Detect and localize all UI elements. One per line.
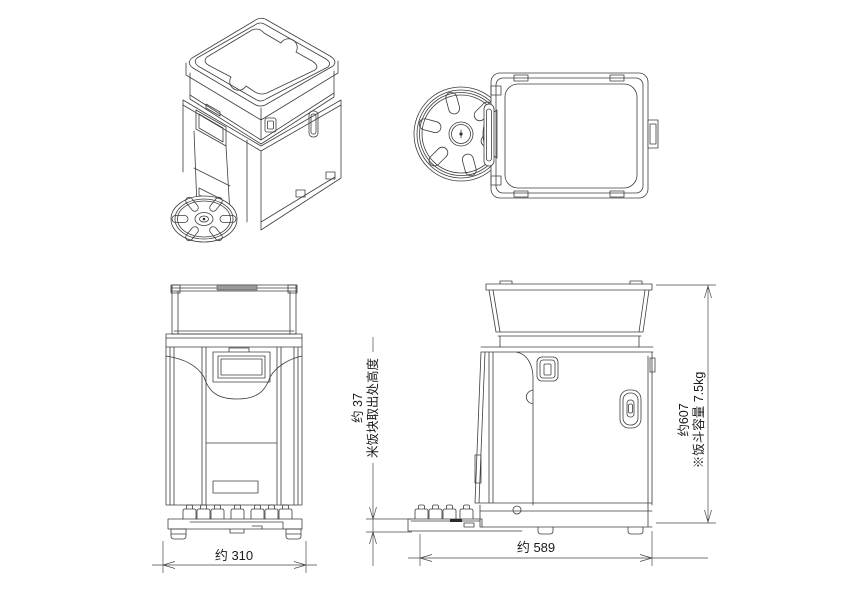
front-lid-groove: [216, 284, 258, 291]
side-base-roller: [512, 505, 522, 515]
front-body: [165, 333, 303, 506]
iso-feet: [295, 171, 336, 198]
hopper-capacity-note-text: ※饭斗容量 7.5kg: [691, 372, 706, 469]
side-base: [479, 504, 653, 535]
front-base: [167, 504, 303, 540]
iso-tray: [170, 195, 238, 243]
side-tray-mark: [450, 519, 462, 522]
top-view: [413, 72, 659, 199]
front-feet: [170, 528, 302, 540]
iso-tray-slots: [171, 196, 237, 242]
isometric-view: [170, 17, 342, 243]
top-corner-tabs: [513, 74, 625, 198]
dim-overall-height-labels: 约607 ※饭斗容量 7.5kg: [676, 372, 706, 469]
side-handle: [619, 389, 642, 429]
iso-hopper: [189, 70, 335, 145]
side-latch: [536, 356, 559, 382]
iso-handle: [308, 110, 319, 138]
dim-overall-height-text: 约607: [676, 403, 691, 436]
side-body: [474, 346, 656, 506]
front-tray-knobs: [182, 504, 293, 520]
dim-side-depth: 约 589: [408, 531, 708, 566]
front-display: [212, 347, 271, 383]
iso-latch: [264, 117, 277, 133]
side-tray: [407, 504, 523, 532]
dim-overall-height: 约607 ※饭斗容量 7.5kg: [656, 284, 716, 524]
top-body: [482, 72, 659, 199]
front-base-platform: [167, 518, 303, 534]
side-view: [407, 280, 656, 535]
top-lid-surface: [504, 83, 638, 189]
dim-front-width-text: 约 310: [215, 548, 253, 563]
dim-outlet-height-label-text: 米饭块取出处高度: [365, 358, 380, 459]
front-slot: [212, 480, 259, 494]
dim-outlet-height: 约 37 米饭块取出处高度: [350, 337, 412, 566]
dim-outlet-height-labels: 约 37 米饭块取出处高度: [350, 358, 380, 459]
front-hopper-corner-tabs: [170, 284, 298, 294]
front-view: [165, 284, 303, 540]
front-recess-curve: [165, 355, 303, 400]
dim-front-width: 约 310: [152, 541, 317, 573]
front-hopper: [170, 284, 298, 335]
dim-side-depth-text: 约 589: [517, 540, 555, 555]
iso-front-tower: [193, 130, 231, 215]
dim-outlet-height-text: 约 37: [350, 393, 365, 423]
top-chute-capsule: [483, 103, 495, 167]
iso-body: [182, 99, 342, 231]
top-right-handle: [647, 119, 659, 149]
dimension-annotations: 约 310 约 589 约607 ※饭斗容量 7.5kg 约 37 米饭块取出处…: [152, 284, 716, 573]
iso-lid: [185, 17, 339, 121]
side-hopper: [485, 280, 653, 348]
